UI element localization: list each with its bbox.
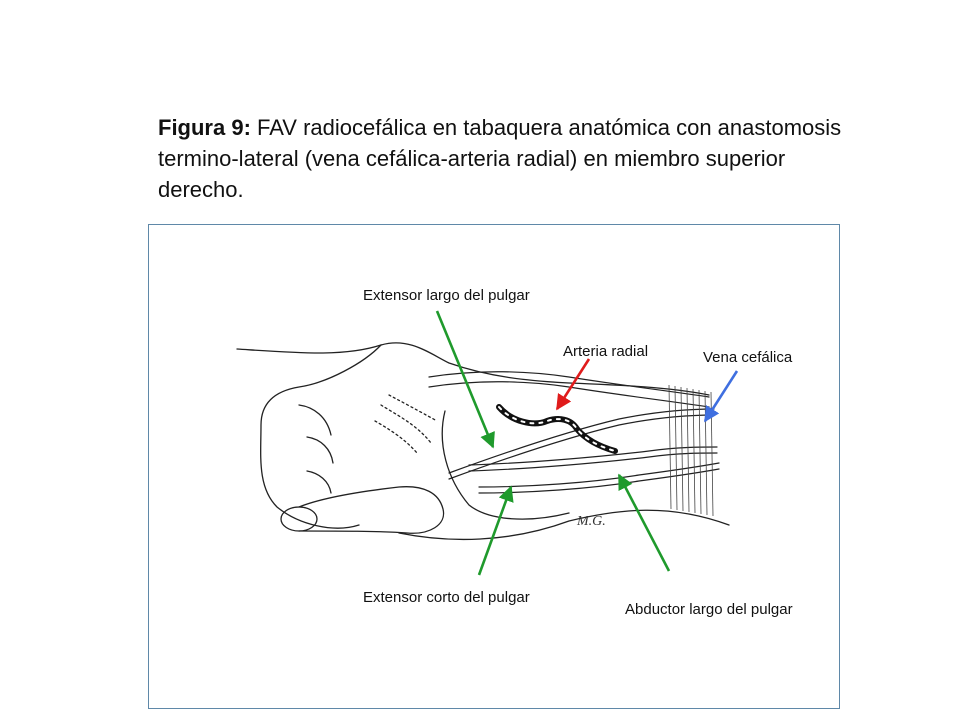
- figure-caption: Figura 9: FAV radiocefálica en tabaquera…: [158, 112, 848, 205]
- arrow-extensor-corto: [477, 485, 514, 576]
- artist-signature: M.G.: [576, 514, 606, 529]
- anatomy-figure: M.G. Extensor largo del pulgar Arteria r…: [148, 224, 840, 709]
- label-extensor-corto: Extensor corto del pulgar: [363, 589, 530, 606]
- label-abductor-largo: Abductor largo del pulgar: [625, 601, 793, 618]
- caption-text: FAV radiocefálica en tabaquera anatómica…: [158, 115, 842, 202]
- caption-lead: Figura 9:: [158, 115, 251, 140]
- muscle-fibres: [668, 384, 714, 517]
- label-extensor-largo: Extensor largo del pulgar: [363, 287, 530, 304]
- label-vena-cefalica: Vena cefálica: [703, 349, 793, 366]
- arrow-arteria-radial: [555, 358, 591, 411]
- arrow-abductor-largo: [617, 473, 671, 572]
- arrow-extensor-largo: [435, 310, 495, 449]
- radial-artery: [496, 404, 618, 454]
- anatomy-illustration: M.G.: [236, 310, 739, 576]
- label-arteria-radial: Arteria radial: [563, 343, 649, 360]
- hand-outline: [236, 342, 730, 541]
- arrow-vena-cefalica: [703, 370, 739, 423]
